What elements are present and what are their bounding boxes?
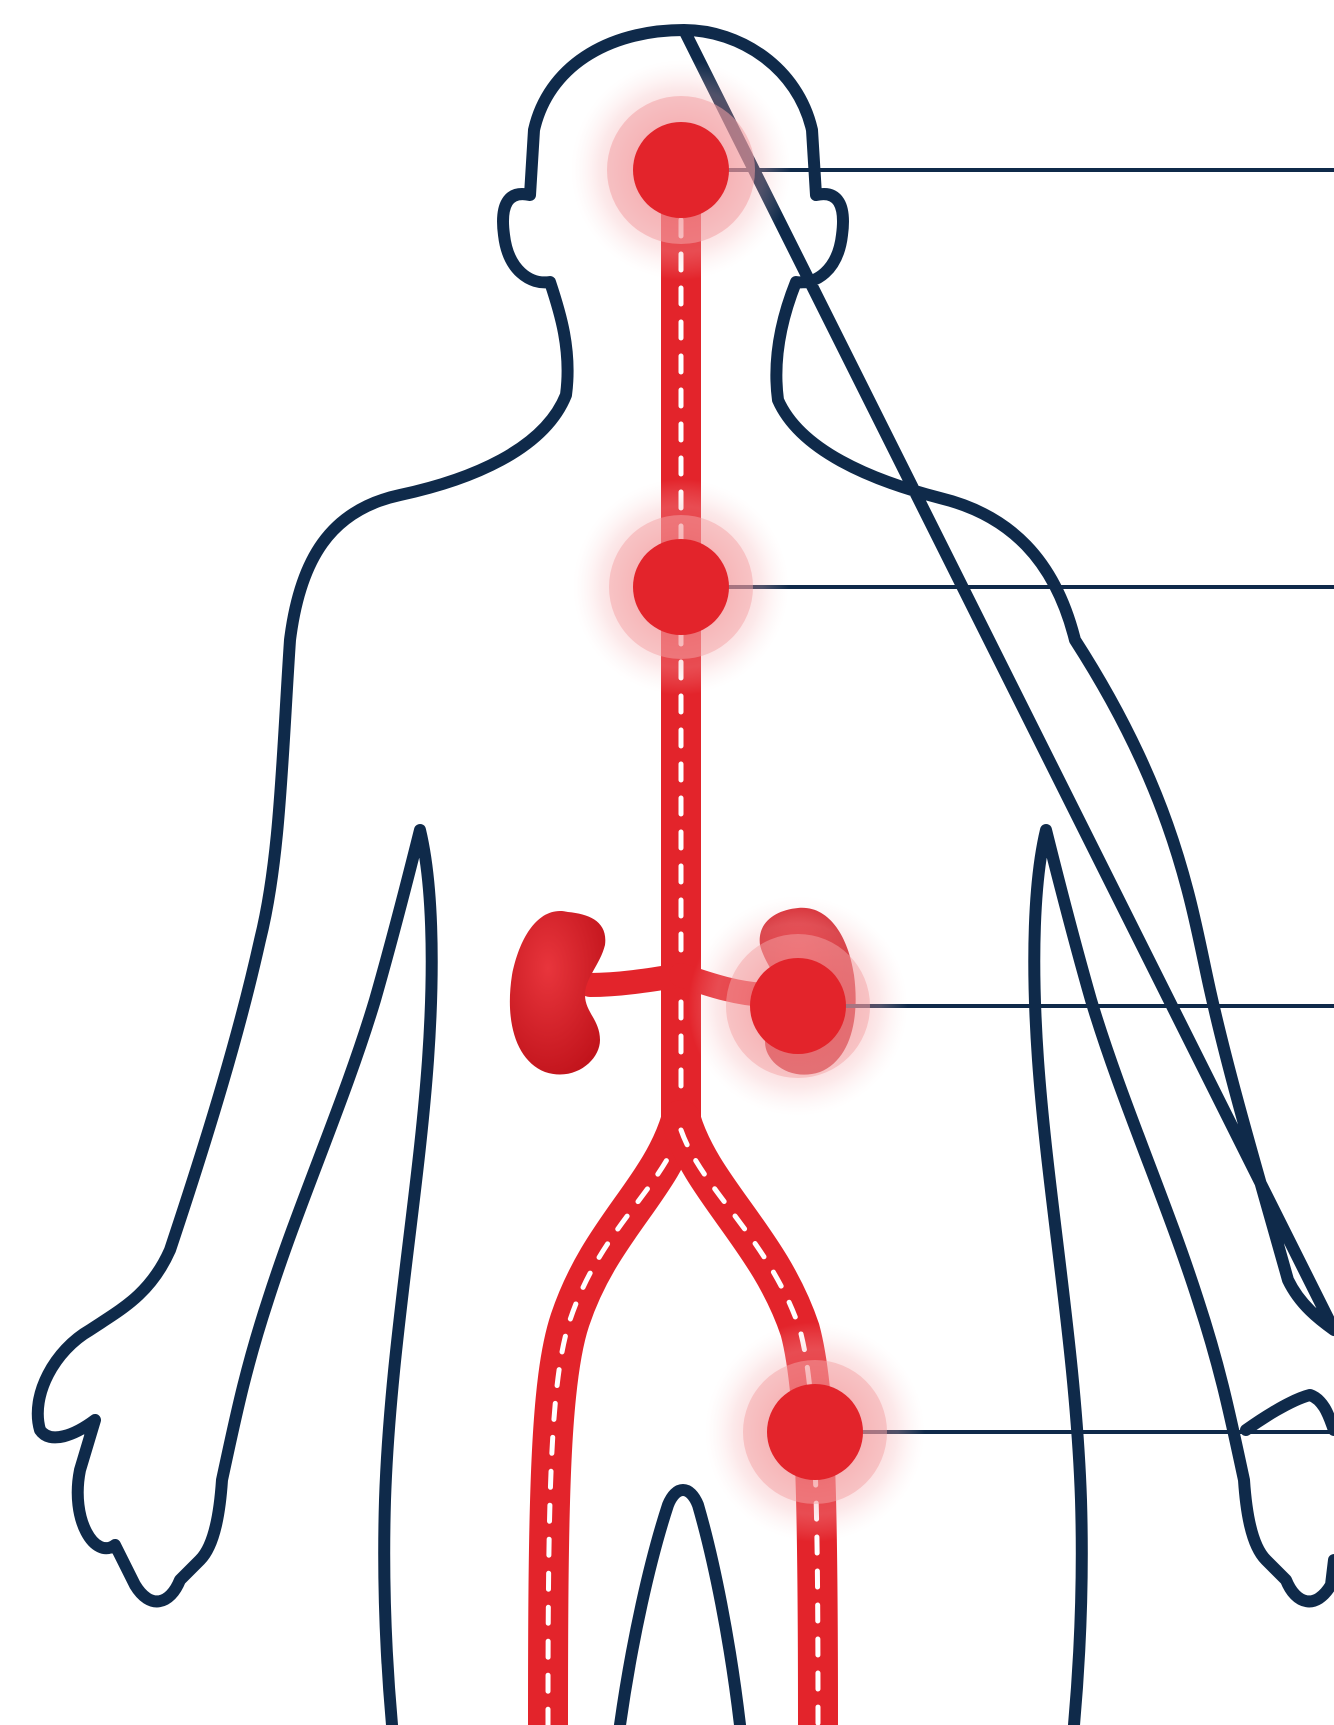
right-hand-outline <box>1246 1395 1334 1430</box>
thigh-marker <box>705 1322 925 1542</box>
crotch-outline <box>620 1490 740 1725</box>
chest-marker <box>573 479 789 695</box>
left-leg-artery <box>548 1120 681 1725</box>
left-renal-branch <box>590 975 681 985</box>
kidney-marker <box>688 896 908 1116</box>
head-marker <box>571 60 791 280</box>
